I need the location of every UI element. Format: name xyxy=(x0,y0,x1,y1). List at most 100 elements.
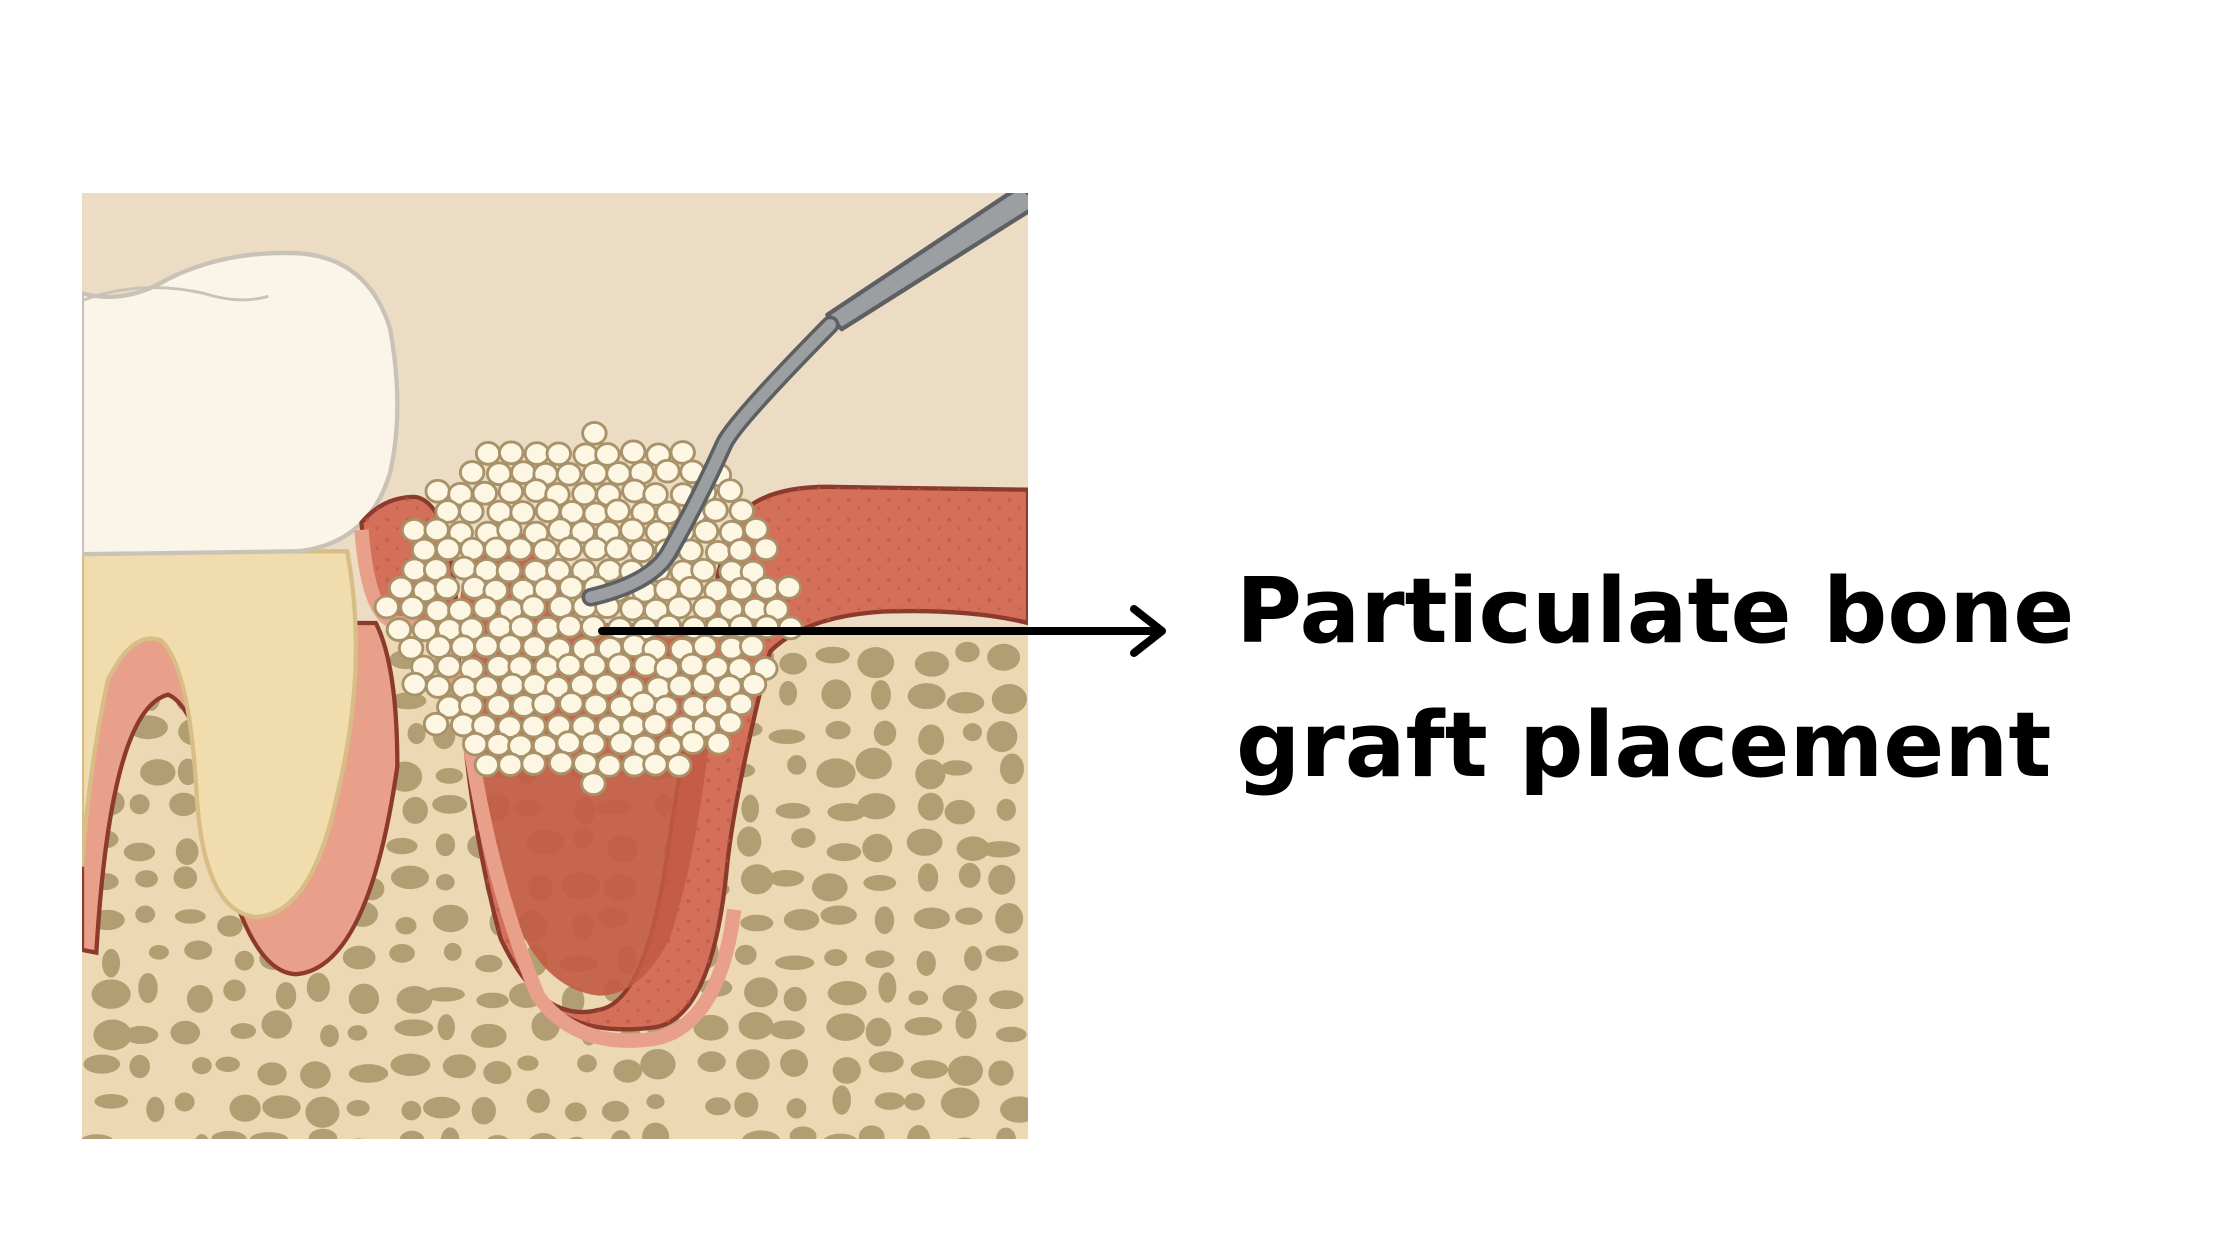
graft-particle xyxy=(680,694,708,719)
graft-particle xyxy=(555,730,582,755)
graft-particle xyxy=(692,595,719,621)
bone-pore xyxy=(946,692,985,714)
graft-particle xyxy=(545,441,572,467)
bone-pore xyxy=(642,1122,670,1139)
bone-pore xyxy=(169,792,198,817)
graft-particle xyxy=(385,617,413,642)
bone-pore xyxy=(734,944,757,965)
bone-pore xyxy=(862,833,893,863)
graft-particle xyxy=(628,538,656,564)
graft-particle xyxy=(401,671,428,697)
graft-particle xyxy=(702,497,729,523)
bone-pore xyxy=(102,948,121,978)
bone-pore xyxy=(956,836,990,861)
graft-particle xyxy=(422,711,450,737)
bone-pore xyxy=(985,945,1019,962)
graft-particle xyxy=(485,693,512,718)
bone-pore xyxy=(432,794,468,814)
graft-particle xyxy=(545,558,572,583)
graft-particle xyxy=(458,499,485,524)
bone-pore xyxy=(174,1092,195,1112)
bone-pore xyxy=(769,1020,805,1040)
bone-pore xyxy=(308,1128,338,1139)
graft-particle xyxy=(531,537,559,563)
bone-pore xyxy=(947,1055,983,1086)
bone-pore xyxy=(396,986,433,1014)
bone-pore xyxy=(249,1132,288,1139)
bone-pore xyxy=(917,863,939,892)
graft-particle xyxy=(727,691,755,717)
bone-pore xyxy=(816,758,856,788)
graft-particle xyxy=(483,536,510,562)
bone-pore xyxy=(906,828,943,856)
bone-pore xyxy=(996,798,1016,821)
dental-illustration xyxy=(82,193,1028,1139)
graft-particle xyxy=(435,654,463,679)
bone-pore xyxy=(390,865,430,890)
graft-particle xyxy=(570,558,597,584)
bone-pore xyxy=(780,1049,809,1077)
bone-pore xyxy=(577,1054,597,1073)
bone-pore xyxy=(140,759,176,786)
graft-particle xyxy=(604,498,631,524)
graft-particle xyxy=(434,536,462,562)
bone-pore xyxy=(825,721,851,740)
bone-pore xyxy=(705,1097,731,1116)
graft-particle xyxy=(705,730,732,756)
graft-particle xyxy=(532,576,560,602)
label-line-1: Particulate bone xyxy=(1236,559,2075,664)
bone-pore xyxy=(941,760,973,776)
graft-particle xyxy=(742,516,770,542)
bone-pore xyxy=(305,1096,340,1128)
bone-pore xyxy=(569,1136,584,1139)
bone-pore xyxy=(442,1054,477,1079)
graft-particle xyxy=(716,478,744,503)
graft-particle xyxy=(752,536,780,562)
graft-particle xyxy=(497,752,524,777)
bone-pore xyxy=(904,1093,925,1111)
bone-pore xyxy=(980,841,1021,858)
graft-particle xyxy=(433,575,461,601)
graft-particle xyxy=(677,575,704,601)
bone-pore xyxy=(874,1092,905,1110)
bone-pore xyxy=(823,1133,858,1139)
graft-particle xyxy=(582,692,610,718)
bone-pore xyxy=(230,1023,256,1039)
graft-particle xyxy=(666,594,693,620)
bone-pore xyxy=(791,828,816,848)
bone-pore xyxy=(858,1125,885,1139)
bone-pore xyxy=(443,942,462,961)
bone-pore xyxy=(870,680,891,710)
bone-pore xyxy=(529,1133,557,1139)
bone-pore xyxy=(135,905,156,924)
bone-pore xyxy=(738,1012,774,1040)
bone-pore xyxy=(91,979,131,1009)
bone-pore xyxy=(815,646,850,664)
graft-particle xyxy=(495,558,523,584)
bone-pore xyxy=(824,949,848,967)
bone-pore xyxy=(940,1087,980,1119)
graft-particle xyxy=(496,633,524,658)
bone-pore xyxy=(611,1130,631,1139)
bone-pore xyxy=(693,1014,729,1041)
graft-particle xyxy=(654,458,681,484)
graft-particle xyxy=(472,595,499,621)
bone-pore xyxy=(346,1100,370,1117)
graft-particle xyxy=(690,671,718,697)
bone-pore xyxy=(915,759,946,790)
graft-particle xyxy=(655,500,682,526)
bone-pore xyxy=(229,1094,261,1122)
bone-pore xyxy=(768,869,805,887)
graft-particle xyxy=(544,675,571,700)
graft-particle xyxy=(777,615,804,641)
bone-pore xyxy=(487,1135,508,1139)
bone-pore xyxy=(348,983,380,1015)
graft-particle xyxy=(496,517,523,543)
bone-pore xyxy=(389,943,415,963)
bone-pore xyxy=(234,950,255,971)
graft-particle xyxy=(753,614,781,640)
graft-particle xyxy=(449,634,477,660)
graft-particles-icon xyxy=(373,420,804,797)
graft-particle xyxy=(473,674,500,700)
bone-pore xyxy=(741,794,760,823)
